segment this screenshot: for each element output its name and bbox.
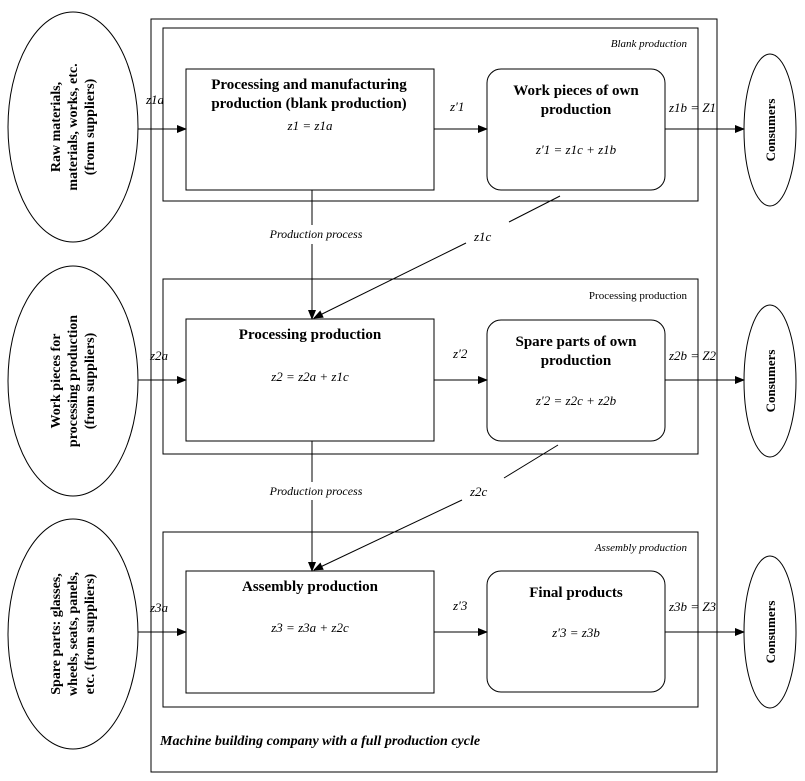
section-label-assembly: Assembly production — [594, 542, 688, 554]
box-o1-title-1: Work pieces of own — [513, 83, 639, 99]
supplier-workpieces-ellipse — [7, 265, 139, 497]
svg-text:(from suppliers): (from suppliers) — [83, 78, 98, 175]
box-p3-formula: z3 = z3a + z2c — [270, 620, 349, 635]
box-p2-formula: z2 = z2a + z1c — [270, 369, 349, 384]
supplier-spare-ellipse — [7, 518, 139, 750]
svg-text:processing production: processing production — [66, 315, 81, 447]
svg-text:(from suppliers): (from suppliers) — [83, 332, 98, 429]
flow-out3: z3b = Z3 — [668, 599, 717, 614]
svg-text:materials, works, etc.: materials, works, etc. — [66, 63, 81, 190]
company-caption: Machine building company with a full pro… — [159, 734, 480, 749]
svg-text:etc. (from suppliers): etc. (from suppliers) — [83, 573, 98, 694]
flow-zp3: z′3 — [452, 598, 468, 613]
processing-production-frame — [162, 278, 699, 455]
box-p3-title: Assembly production — [242, 579, 379, 595]
supplier-raw-text: Raw materials, materials, works, etc. (f… — [49, 63, 98, 190]
box-p1-title-2: production (blank production) — [211, 96, 406, 112]
flow-z1a: z1a — [145, 92, 165, 107]
box-p2-title: Processing production — [239, 327, 382, 343]
company-frame — [150, 18, 718, 773]
consumer-label-1: Consumers — [763, 99, 778, 162]
flow-z3a: z3a — [149, 600, 169, 615]
flow-zp1: z′1 — [449, 99, 464, 114]
diag-z2c-a — [503, 444, 559, 479]
supplier-workpieces-text: Work pieces for processing production (f… — [49, 315, 98, 447]
supplier-spare-text: Spare parts: glasses, wheels, seats, pan… — [49, 572, 98, 696]
svg-text:Work pieces for: Work pieces for — [49, 334, 64, 429]
blank-production-frame — [162, 27, 699, 202]
production-process-label-2: Production process — [269, 484, 363, 498]
box-o3-formula: z′3 = z3b — [551, 625, 600, 640]
section-label-processing: Processing production — [589, 290, 688, 302]
production-process-label-1: Production process — [269, 227, 363, 241]
diag-z1c-b — [313, 242, 467, 319]
consumer-label-3: Consumers — [763, 601, 778, 664]
box-assembly-production — [185, 570, 435, 694]
flow-zp2: z′2 — [452, 346, 468, 361]
box-o1-title-2: production — [541, 102, 612, 118]
flow-z2a: z2a — [149, 348, 169, 363]
diag-z1c-a — [508, 195, 561, 223]
svg-text:wheels, seats, panels,: wheels, seats, panels, — [66, 572, 81, 696]
box-o1-formula: z′1 = z1c + z1b — [535, 142, 617, 157]
consumer-label-2: Consumers — [763, 350, 778, 413]
box-blank-production — [185, 68, 435, 191]
supplier-raw-ellipse — [7, 11, 139, 243]
box-o2-formula: z′2 = z2c + z2b — [535, 393, 617, 408]
box-o3-title: Final products — [529, 585, 623, 601]
svg-text:Spare parts: glasses,: Spare parts: glasses, — [49, 573, 64, 694]
box-p1-formula: z1 = z1a — [287, 118, 333, 133]
box-processing-production — [185, 318, 435, 442]
flow-z2c: z2c — [469, 484, 488, 499]
box-o2-title-2: production — [541, 353, 612, 369]
flow-out2: z2b = Z2 — [668, 348, 717, 363]
flow-out1: z1b = Z1 — [668, 100, 716, 115]
assembly-production-frame — [162, 531, 699, 708]
section-label-blank: Blank production — [611, 38, 688, 50]
svg-text:Raw materials,: Raw materials, — [49, 82, 64, 172]
diag-z2c-b — [313, 499, 463, 571]
box-o2-title-1: Spare parts of own — [516, 334, 638, 350]
flow-z1c: z1c — [473, 229, 492, 244]
box-p1-title-1: Processing and manufacturing — [211, 77, 407, 93]
